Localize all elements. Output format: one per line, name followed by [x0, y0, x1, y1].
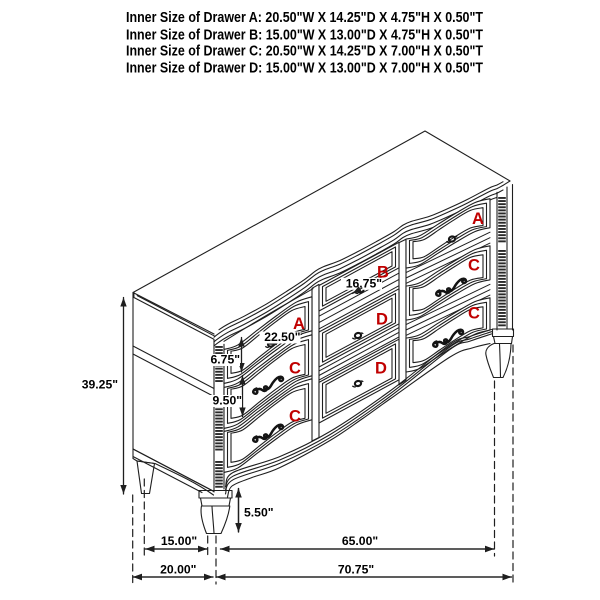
svg-text:65.00": 65.00" — [342, 534, 378, 548]
svg-text:39.25": 39.25" — [82, 378, 118, 392]
svg-text:C: C — [468, 305, 480, 323]
svg-text:6.75": 6.75" — [211, 353, 241, 367]
svg-text:C: C — [468, 257, 480, 275]
svg-text:Inner Size of Drawer D: 15.00": Inner Size of Drawer D: 15.00"W X 13.00"… — [126, 60, 484, 77]
svg-text:C: C — [289, 360, 301, 378]
svg-text:Inner Size of Drawer B: 15.00": Inner Size of Drawer B: 15.00"W X 13.00"… — [126, 27, 484, 44]
svg-text:16.75": 16.75" — [346, 276, 382, 290]
svg-text:9.50": 9.50" — [213, 394, 243, 408]
svg-text:D: D — [376, 311, 388, 329]
svg-text:B: B — [377, 264, 389, 282]
svg-text:15.00": 15.00" — [161, 534, 197, 548]
svg-text:Inner Size of Drawer A: 20.50": Inner Size of Drawer A: 20.50"W X 14.25"… — [126, 9, 484, 26]
svg-text:C: C — [289, 408, 301, 426]
svg-text:D: D — [375, 360, 387, 378]
svg-text:A: A — [472, 210, 484, 228]
svg-text:22.50": 22.50" — [264, 330, 300, 344]
svg-text:5.50": 5.50" — [244, 506, 274, 520]
svg-text:Inner Size of Drawer C: 20.50": Inner Size of Drawer C: 20.50"W X 14.25"… — [126, 42, 484, 59]
svg-text:20.00": 20.00" — [160, 562, 196, 576]
svg-text:A: A — [293, 315, 305, 333]
svg-text:70.75": 70.75" — [338, 563, 374, 577]
